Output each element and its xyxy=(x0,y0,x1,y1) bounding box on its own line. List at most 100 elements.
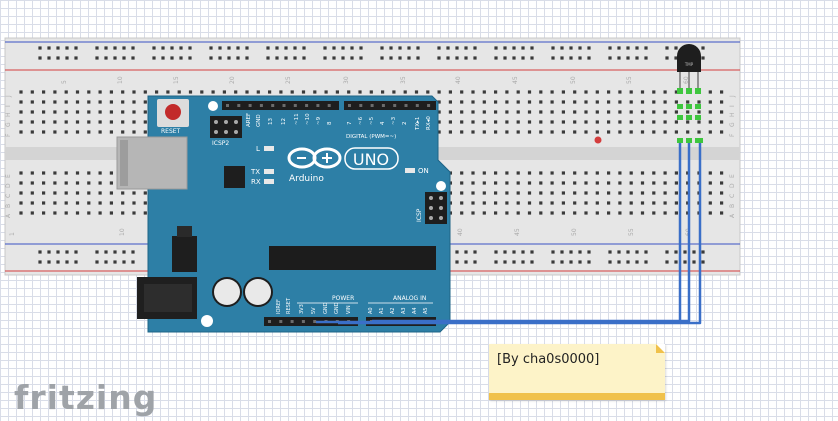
wire-a0[interactable] xyxy=(372,140,691,323)
breadboard-hole[interactable] xyxy=(573,211,577,215)
breadboard-hole[interactable] xyxy=(482,171,486,175)
rail-hole[interactable] xyxy=(665,260,669,264)
breadboard-hole[interactable] xyxy=(640,171,645,175)
breadboard-hole[interactable] xyxy=(640,100,645,104)
rail-hole[interactable] xyxy=(122,260,126,264)
rail-hole[interactable] xyxy=(701,260,705,264)
rail-hole[interactable] xyxy=(626,260,630,264)
breadboard-hole[interactable] xyxy=(98,171,102,175)
rail-hole[interactable] xyxy=(188,46,192,50)
breadboard-hole[interactable] xyxy=(539,191,543,195)
breadboard-hole[interactable] xyxy=(75,181,80,185)
rail-hole[interactable] xyxy=(608,56,612,60)
breadboard-hole[interactable] xyxy=(663,171,667,175)
breadboard-hole[interactable] xyxy=(64,181,68,185)
digital-pin-hole[interactable] xyxy=(427,104,431,107)
breadboard-hole[interactable] xyxy=(573,120,577,124)
rail-hole[interactable] xyxy=(455,260,459,264)
rail-hole[interactable] xyxy=(674,260,678,264)
breadboard-hole[interactable] xyxy=(109,191,113,195)
breadboard-hole[interactable] xyxy=(494,130,498,134)
rail-hole[interactable] xyxy=(218,56,222,60)
breadboard-hole[interactable] xyxy=(42,90,46,94)
reset-button[interactable] xyxy=(165,104,181,120)
breadboard-hole[interactable] xyxy=(629,201,633,205)
breadboard-hole[interactable] xyxy=(674,100,678,104)
rail-hole[interactable] xyxy=(131,46,135,50)
rail-hole[interactable] xyxy=(560,56,564,60)
breadboard-hole[interactable] xyxy=(30,211,34,215)
breadboard-hole[interactable] xyxy=(98,90,102,94)
breadboard-hole[interactable] xyxy=(505,110,509,114)
rail-hole[interactable] xyxy=(209,46,213,50)
breadboard-hole[interactable] xyxy=(708,201,712,205)
breadboard-hole[interactable] xyxy=(539,181,543,185)
breadboard-hole[interactable] xyxy=(686,211,690,215)
breadboard-hole[interactable] xyxy=(584,211,588,215)
breadboard-hole[interactable] xyxy=(708,171,712,175)
rail-hole[interactable] xyxy=(47,260,51,264)
rail-hole[interactable] xyxy=(341,46,345,50)
breadboard-hole[interactable] xyxy=(674,120,678,124)
breadboard-hole[interactable] xyxy=(539,201,543,205)
breadboard-hole[interactable] xyxy=(143,110,147,114)
rail-hole[interactable] xyxy=(161,56,165,60)
breadboard-hole[interactable] xyxy=(720,110,724,114)
rail-hole[interactable] xyxy=(437,56,441,60)
power-pin-hole[interactable] xyxy=(279,320,283,323)
breadboard-hole[interactable] xyxy=(42,201,46,205)
rail-hole[interactable] xyxy=(341,56,345,60)
breadboard-hole[interactable] xyxy=(30,130,34,134)
breadboard-hole[interactable] xyxy=(482,130,486,134)
rail-hole[interactable] xyxy=(284,46,288,50)
rail-hole[interactable] xyxy=(122,46,126,50)
breadboard-hole[interactable] xyxy=(30,181,34,185)
breadboard-hole[interactable] xyxy=(87,211,91,215)
breadboard-hole[interactable] xyxy=(121,90,125,94)
rail-hole[interactable] xyxy=(227,56,231,60)
breadboard-hole[interactable] xyxy=(347,90,351,94)
rail-hole[interactable] xyxy=(95,250,99,254)
rail-hole[interactable] xyxy=(551,250,555,254)
breadboard-hole[interactable] xyxy=(143,211,147,215)
breadboard-hole[interactable] xyxy=(42,110,46,114)
breadboard-hole[interactable] xyxy=(98,181,102,185)
rail-hole[interactable] xyxy=(644,260,648,264)
breadboard-hole[interactable] xyxy=(64,100,68,104)
rail-hole[interactable] xyxy=(74,260,78,264)
breadboard-hole[interactable] xyxy=(471,171,475,175)
breadboard-hole[interactable] xyxy=(561,191,565,195)
breadboard-hole[interactable] xyxy=(30,120,34,124)
breadboard-hole[interactable] xyxy=(640,120,645,124)
breadboard-hole[interactable] xyxy=(652,110,656,114)
rail-hole[interactable] xyxy=(464,250,468,254)
breadboard-hole[interactable] xyxy=(109,120,113,124)
rail-hole[interactable] xyxy=(617,260,621,264)
digital-pin-hole[interactable] xyxy=(237,104,241,107)
breadboard-hole[interactable] xyxy=(674,171,678,175)
breadboard-hole[interactable] xyxy=(686,191,690,195)
breadboard-hole[interactable] xyxy=(527,120,532,124)
breadboard-hole[interactable] xyxy=(720,130,724,134)
breadboard-hole[interactable] xyxy=(629,211,633,215)
sensor-pin-connector[interactable] xyxy=(695,115,701,120)
digital-pin-hole[interactable] xyxy=(404,104,408,107)
rail-hole[interactable] xyxy=(635,250,639,254)
breadboard-hole[interactable] xyxy=(686,100,690,104)
breadboard-hole[interactable] xyxy=(584,181,588,185)
breadboard-hole[interactable] xyxy=(618,100,622,104)
rail-hole[interactable] xyxy=(473,250,477,254)
breadboard-hole[interactable] xyxy=(720,201,724,205)
breadboard-hole[interactable] xyxy=(471,181,475,185)
breadboard-hole[interactable] xyxy=(607,100,611,104)
rail-hole[interactable] xyxy=(416,56,420,60)
rail-hole[interactable] xyxy=(464,56,468,60)
breadboard-hole[interactable] xyxy=(109,130,113,134)
breadboard-hole[interactable] xyxy=(222,90,226,94)
breadboard-hole[interactable] xyxy=(98,191,102,195)
sensor-pin-connector[interactable] xyxy=(695,104,701,109)
breadboard-hole[interactable] xyxy=(494,110,498,114)
breadboard-hole[interactable] xyxy=(256,90,260,94)
breadboard-hole[interactable] xyxy=(98,130,102,134)
breadboard-hole[interactable] xyxy=(121,120,125,124)
